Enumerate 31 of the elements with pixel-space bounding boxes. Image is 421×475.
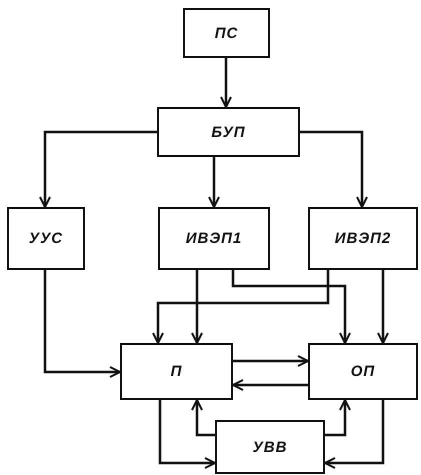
block-box <box>308 343 418 400</box>
arrow <box>233 355 309 367</box>
block-label: П <box>170 363 182 380</box>
arrow <box>324 400 384 469</box>
block-label: ОП <box>350 363 376 380</box>
arrow <box>152 270 330 344</box>
block-box <box>183 8 270 58</box>
block-label: БУП <box>211 124 246 140</box>
block-label: УУС <box>28 230 64 247</box>
arrow <box>191 399 215 436</box>
arrow <box>232 270 351 344</box>
block-label: ПС <box>214 24 238 42</box>
arrow <box>220 58 232 108</box>
block-label: ИВЭП1 <box>186 230 242 247</box>
block-box <box>120 343 233 400</box>
arrow <box>158 400 216 469</box>
block-box <box>215 420 325 474</box>
block-box <box>308 207 418 270</box>
arrow <box>191 270 203 344</box>
arrow <box>208 157 220 208</box>
block-box <box>158 207 270 270</box>
block-box <box>157 107 300 157</box>
arrow <box>325 399 351 436</box>
arrow <box>232 379 308 391</box>
block-label: УВВ <box>252 438 288 456</box>
arrow <box>377 270 389 344</box>
arrow <box>300 130 368 208</box>
block-label: ИВЭП2 <box>334 230 392 247</box>
arrow <box>44 270 121 378</box>
block-box <box>7 207 85 270</box>
arrow <box>39 130 157 208</box>
